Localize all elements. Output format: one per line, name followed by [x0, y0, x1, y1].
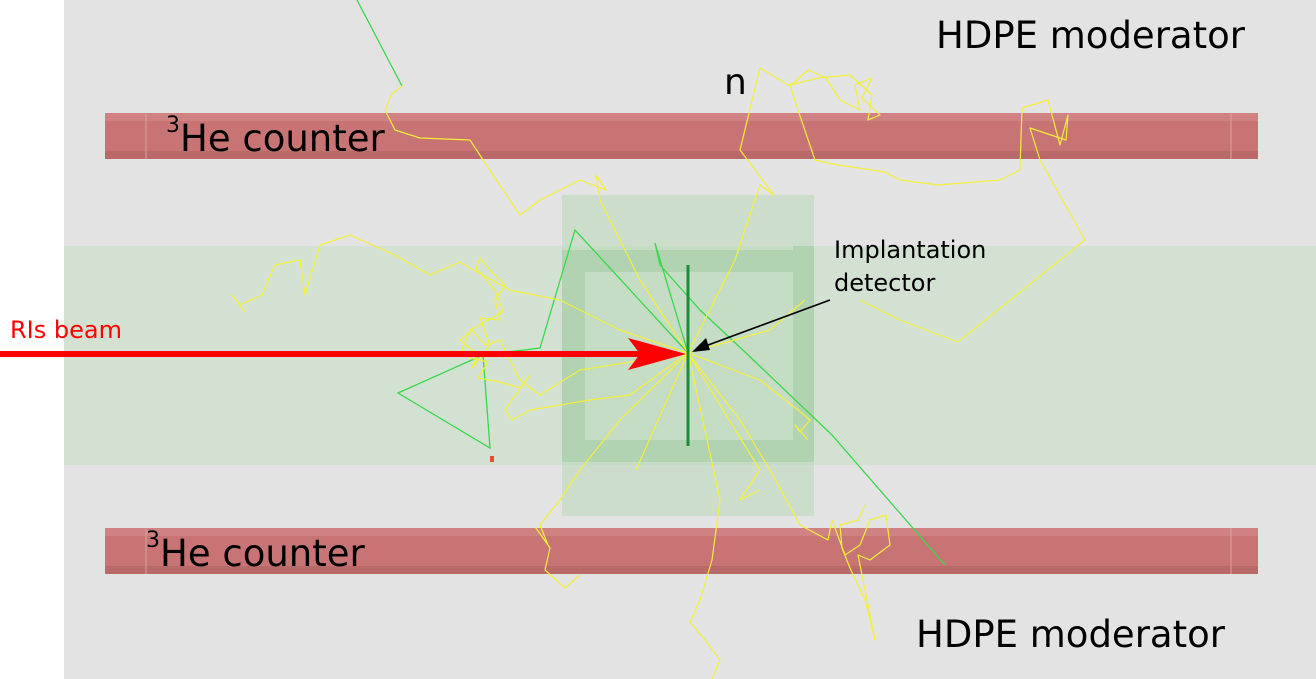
- moderator-bottom-label: HDPE moderator: [916, 613, 1226, 656]
- detector-pointer-arrow: [692, 299, 831, 352]
- counter-bottom-superscript: 3: [146, 528, 160, 553]
- detector-label-line1: Implantation: [834, 236, 986, 264]
- he3-counter-bottom: [105, 528, 1258, 574]
- beam-label: RIs beam: [10, 316, 122, 344]
- neutron-tracks: [231, 67, 1086, 679]
- track-endpoint-marker: [490, 456, 494, 462]
- counter-top-superscript: 3: [166, 113, 180, 138]
- counter-bottom-label: He counter: [160, 532, 365, 575]
- beam-arrow: [0, 338, 686, 370]
- detector-label-line2: detector: [834, 269, 935, 297]
- neutron-label: n: [724, 62, 747, 103]
- moderator-top-label: HDPE moderator: [936, 14, 1246, 57]
- counter-top-label: He counter: [180, 117, 385, 160]
